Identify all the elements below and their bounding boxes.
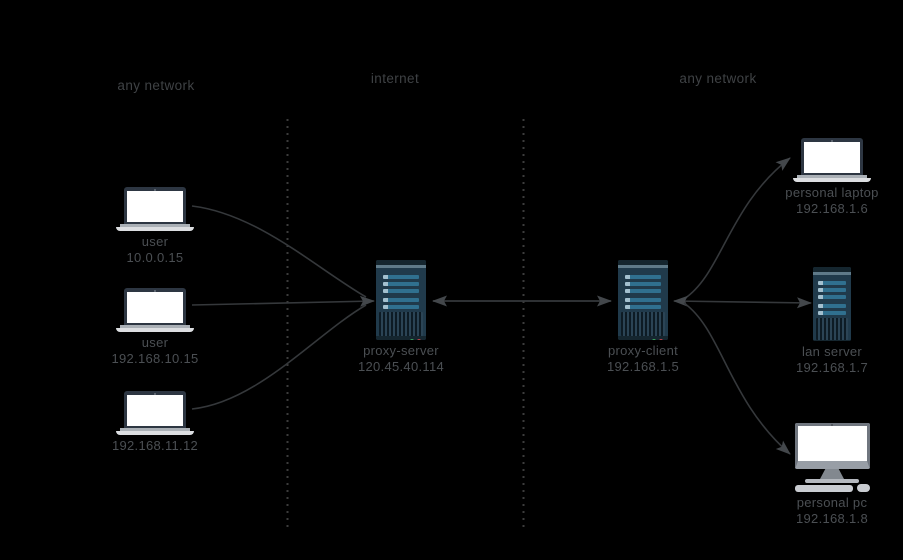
wire-proxy-client-to-personal-laptop (683, 157, 791, 300)
node-lan-server: lan server 192.168.1.7 (762, 267, 902, 376)
device-ip: 120.45.40.114 (357, 359, 445, 374)
node-user1: user 10.0.0.15 (85, 187, 225, 266)
keyboard-icon (794, 484, 853, 492)
server-icon (618, 260, 668, 340)
camera-dot (154, 188, 156, 191)
node-label: user 192.168.10.15 (111, 335, 198, 367)
camera-dot (154, 392, 156, 395)
server-vents (379, 312, 423, 336)
section-label-internet: internet (370, 71, 420, 86)
device-ip: 192.168.10.15 (111, 350, 199, 366)
device-ip: 10.0.0.15 (126, 249, 184, 265)
node-label: 192.168.11.12 (112, 438, 198, 454)
server-icon (813, 267, 851, 341)
device-name: proxy-client (607, 343, 679, 358)
section-label-right: any network (679, 71, 757, 86)
node-label: proxy-client 192.168.1.5 (607, 343, 679, 375)
desktop-icon (794, 423, 870, 492)
device-ip: 192.168.1.8 (796, 511, 868, 526)
device-ip: 192.168.1.7 (796, 360, 868, 375)
wire-user1-to-proxy-server (191, 205, 367, 298)
server-vents (621, 312, 665, 336)
node-personal-laptop: personal laptop 192.168.1.6 (762, 138, 902, 217)
device-ip: 192.168.1.5 (607, 359, 679, 374)
node-label: personal pc 192.168.1.8 (796, 495, 868, 527)
node-label: proxy-server 120.45.40.114 (358, 343, 444, 375)
wire-user3-to-proxy-server (191, 304, 367, 410)
device-name: proxy-server (363, 343, 439, 358)
wire-proxy-client-to-personal-pc (683, 302, 791, 455)
node-user3: 192.168.11.12 (85, 391, 225, 454)
laptop-icon (793, 138, 871, 182)
red-led (659, 338, 663, 340)
device-name: personal pc (796, 495, 868, 510)
camera-dot (831, 424, 833, 426)
node-label: personal laptop 192.168.1.6 (785, 185, 878, 217)
device-name: user (141, 334, 169, 350)
node-proxy-client: proxy-client 192.168.1.5 (573, 260, 713, 375)
device-ip: 192.168.1.6 (796, 200, 868, 216)
wire-proxy-client-to-lan-server (673, 295, 812, 309)
server-vents (816, 318, 848, 340)
device-ip: 192.168.11.12 (111, 437, 199, 453)
green-led (410, 338, 414, 340)
node-user2: user 192.168.10.15 (85, 288, 225, 367)
laptop-icon (116, 391, 194, 435)
wire-user2-to-proxy-server (191, 295, 375, 307)
green-led (652, 338, 656, 340)
section-label-left: any network (117, 78, 195, 93)
camera-dot (831, 139, 833, 142)
device-name: personal laptop (785, 184, 879, 200)
laptop-icon (116, 288, 194, 332)
mouse-icon (856, 484, 870, 492)
red-led (417, 338, 421, 340)
laptop-icon (116, 187, 194, 231)
device-name: lan server (801, 344, 863, 359)
server-icon (376, 260, 426, 340)
node-personal-pc: personal pc 192.168.1.8 (762, 423, 902, 527)
node-label: lan server 192.168.1.7 (796, 344, 868, 376)
device-name: user (141, 233, 169, 249)
node-proxy-server: proxy-server 120.45.40.114 (331, 260, 471, 375)
camera-dot (154, 289, 156, 292)
node-label: user 10.0.0.15 (127, 234, 184, 266)
